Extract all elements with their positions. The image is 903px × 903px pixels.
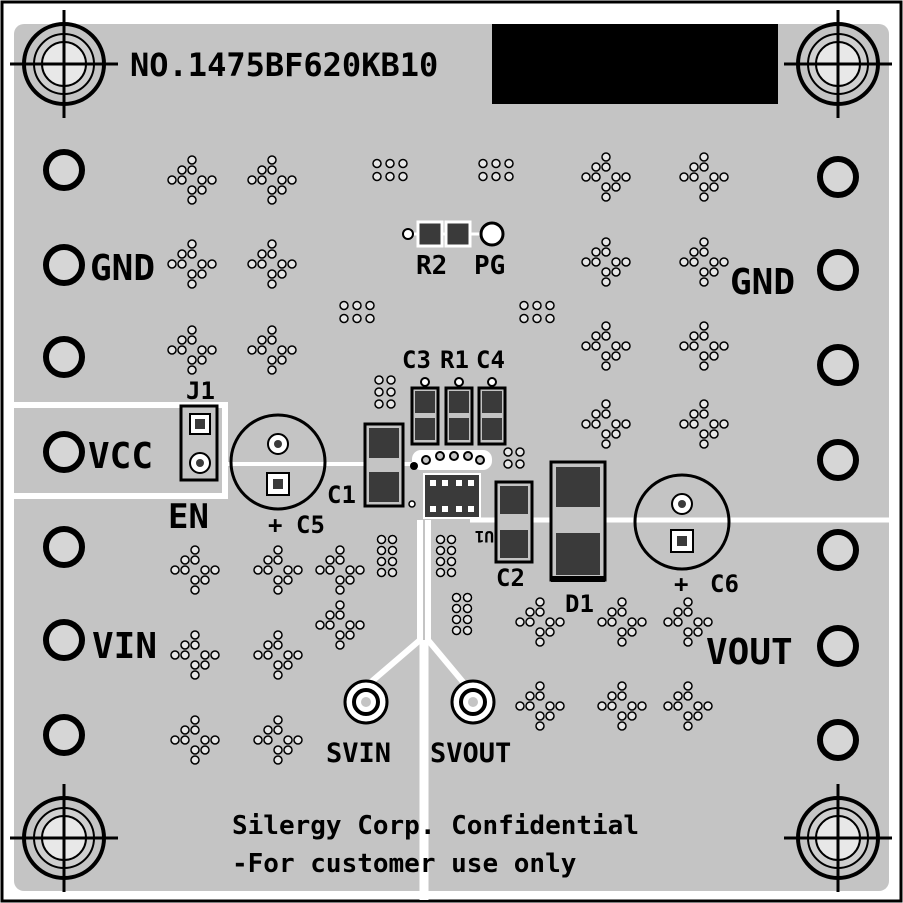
c6-plus: + — [674, 570, 688, 598]
left-vcc-label: VCC — [88, 436, 153, 477]
left-gnd-label: GND — [90, 248, 155, 289]
c6-footprint — [633, 473, 731, 571]
svin-testpoint[interactable] — [343, 679, 389, 725]
c3-label: C3 — [402, 346, 431, 374]
left-vin-label: VIN — [92, 626, 157, 667]
u1-footprint — [408, 450, 492, 519]
c3-r1-c4-footprints — [410, 377, 507, 446]
edge-pad-left[interactable] — [43, 619, 85, 661]
r1-label: R1 — [440, 346, 469, 374]
edge-pad-right[interactable] — [817, 249, 859, 291]
edge-pad-left[interactable] — [43, 714, 85, 756]
mounting-hole — [10, 784, 118, 892]
svin-label: SVIN — [326, 738, 391, 769]
c5-label: C5 — [296, 511, 325, 539]
c4-label: C4 — [476, 346, 505, 374]
c6-label: C6 — [710, 570, 739, 598]
j1-jumper[interactable] — [179, 404, 219, 482]
edge-pad-right[interactable] — [817, 625, 859, 667]
right-gnd-label: GND — [730, 262, 795, 303]
c1-label: C1 — [327, 481, 356, 509]
mounting-hole — [784, 10, 892, 118]
edge-pad-left[interactable] — [43, 336, 85, 378]
edge-pad-right[interactable] — [817, 529, 859, 571]
confidential-line-2: -For customer use only — [232, 849, 576, 879]
c1-footprint — [363, 422, 405, 508]
isolation-channels — [10, 402, 893, 900]
svout-label: SVOUT — [430, 738, 511, 769]
edge-pad-left[interactable] — [43, 149, 85, 191]
edge-pad-right[interactable] — [817, 439, 859, 481]
edge-pad-left[interactable] — [43, 431, 85, 473]
d1-footprint — [549, 460, 607, 582]
en-label: EN — [168, 497, 209, 537]
c5-footprint — [229, 413, 327, 511]
edge-pad-left[interactable] — [43, 244, 85, 286]
mounting-hole — [10, 10, 118, 118]
c2-footprint — [494, 480, 534, 564]
r2-footprint — [402, 220, 505, 248]
r2-label: R2 — [416, 251, 447, 281]
marking-block — [492, 24, 778, 104]
edge-pad-right[interactable] — [817, 344, 859, 386]
mounting-hole — [784, 784, 892, 892]
edge-pad-left[interactable] — [43, 526, 85, 568]
u1-label: U1 — [475, 527, 494, 546]
svout-testpoint[interactable] — [450, 679, 496, 725]
c2-label: C2 — [496, 564, 525, 592]
edge-pad-right[interactable] — [817, 719, 859, 761]
edge-pad-right[interactable] — [817, 156, 859, 198]
j1-label: J1 — [186, 377, 215, 405]
via-clusters — [167, 152, 729, 765]
pg-label: PG — [474, 251, 505, 281]
d1-label: D1 — [565, 590, 594, 618]
right-vout-label: VOUT — [706, 632, 793, 673]
c5-plus: + — [268, 511, 282, 539]
confidential-line-1: Silergy Corp. Confidential — [232, 811, 639, 841]
board-part-number: NO.1475BF620KB10 — [130, 46, 438, 84]
